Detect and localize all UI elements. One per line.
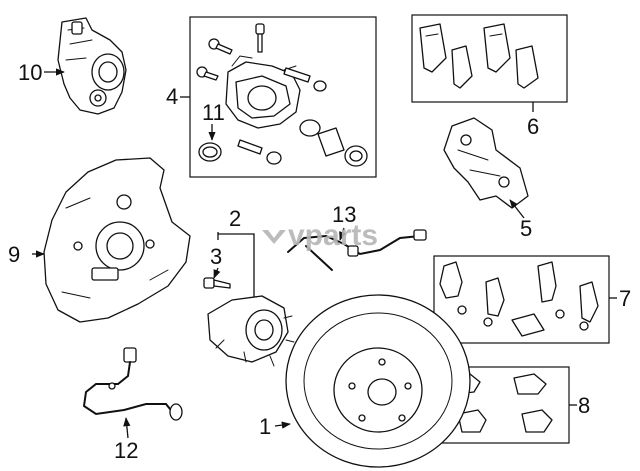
callout-11: 11: [202, 100, 225, 125]
vparts-watermark: vparts: [262, 219, 378, 252]
watermark-text: vparts: [288, 219, 378, 252]
brake-pads-part[interactable]: [419, 23, 539, 89]
wire-harness-part[interactable]: [287, 229, 427, 271]
callout-13: 13: [332, 202, 356, 227]
pad-hardware-part[interactable]: [439, 261, 599, 337]
hardware-kit-box: [433, 255, 610, 344]
brake-caliper-part[interactable]: [225, 55, 301, 129]
brake-rotor-part[interactable]: [285, 294, 471, 468]
callout-1: 1: [259, 414, 271, 439]
piston-seal-part[interactable]: [198, 119, 368, 167]
caliper-bolts[interactable]: [196, 23, 327, 165]
brake-motor-part[interactable]: [57, 17, 127, 115]
callout-7: 7: [619, 286, 631, 311]
callout-9: 9: [8, 242, 20, 267]
pad-set-box: [411, 14, 568, 103]
backing-plate-part[interactable]: [43, 157, 191, 323]
callout-4: 4: [166, 84, 178, 109]
callout-12: 12: [114, 438, 138, 463]
callout-10: 10: [18, 60, 42, 85]
callout-8: 8: [578, 393, 590, 418]
callout-3: 3: [210, 244, 222, 269]
wheel-hub-part[interactable]: [207, 295, 295, 367]
callout-5: 5: [520, 216, 532, 241]
callout-2: 2: [229, 206, 241, 231]
caliper-bracket-part[interactable]: [443, 117, 529, 209]
callout-6: 6: [527, 114, 539, 139]
hub-bolt-part[interactable]: [203, 277, 231, 289]
sensor-cable-part[interactable]: [82, 347, 183, 421]
